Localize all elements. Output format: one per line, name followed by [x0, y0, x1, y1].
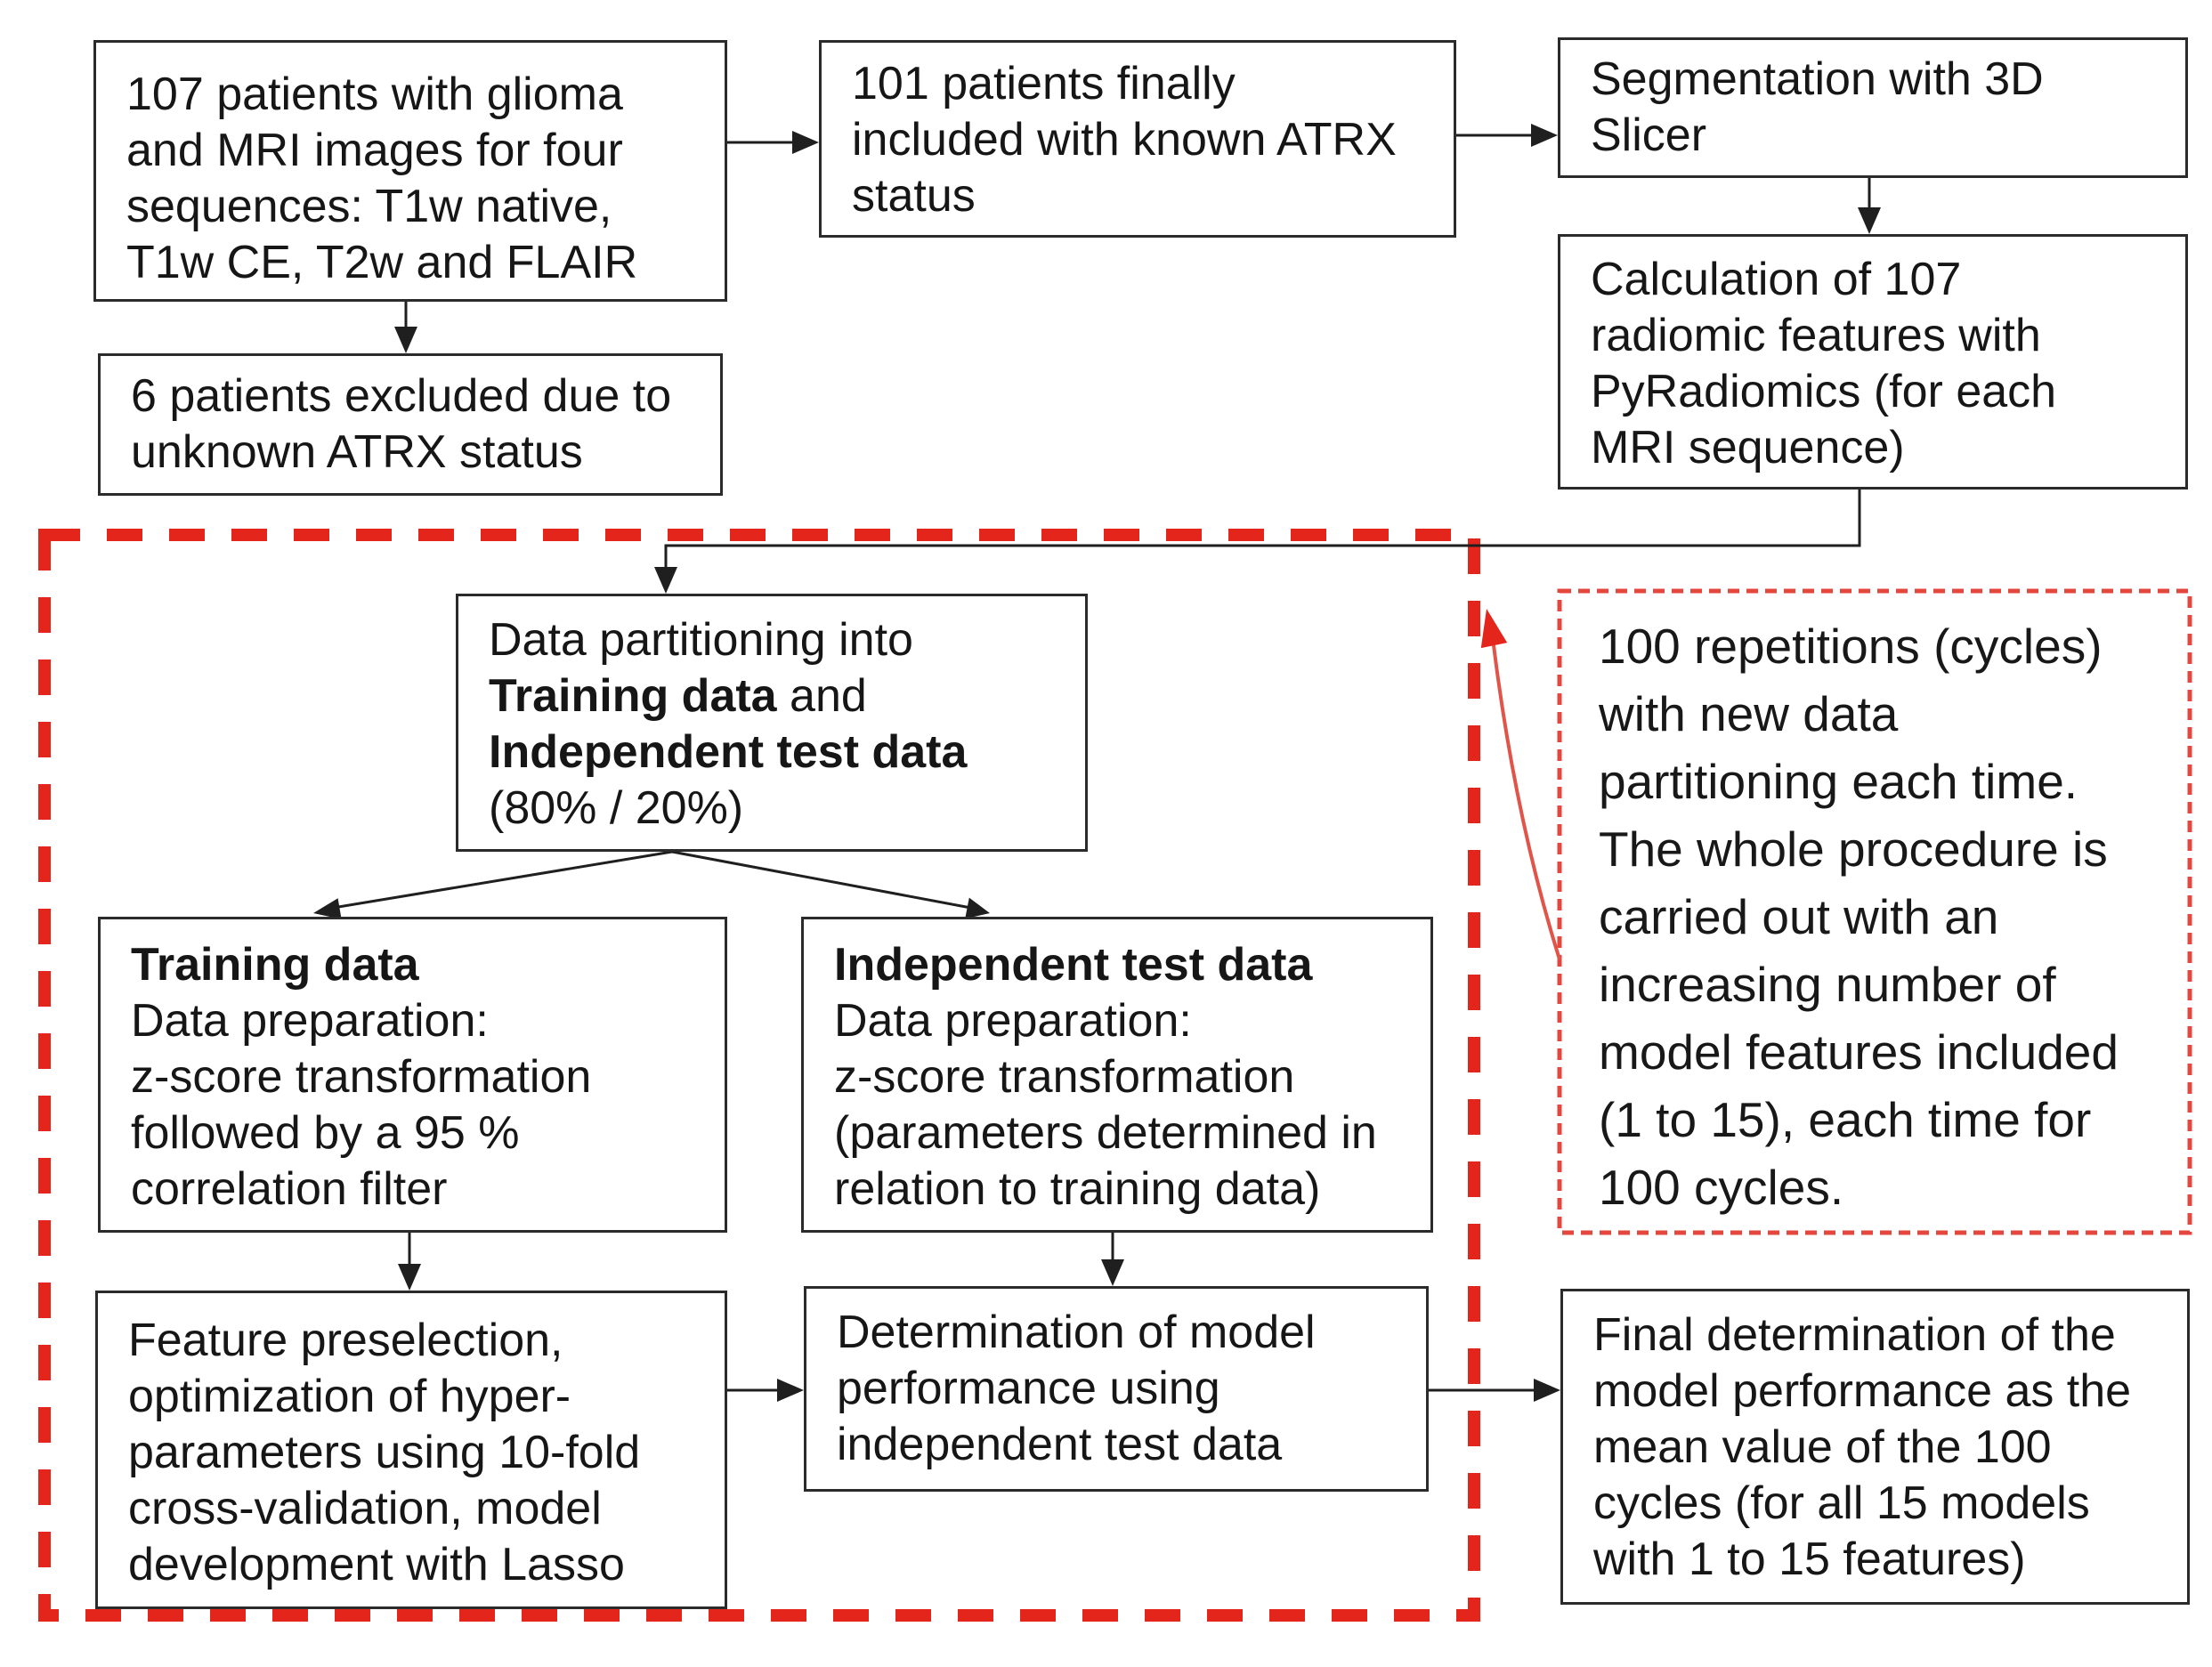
text-line: development with Lasso: [128, 1539, 625, 1590]
text-line: T1w CE, T2w and FLAIR: [126, 237, 638, 288]
annotation-pointer-arrowhead: [1480, 609, 1508, 649]
text-line: The whole procedure is: [1599, 821, 2108, 877]
arrow-line-calc-to-partition: [664, 490, 1861, 571]
text-bold-segment: Training data: [489, 670, 777, 722]
text-line: Independent test data: [834, 939, 1313, 991]
arrowhead-down-icon: [398, 1264, 421, 1291]
text-line: Data preparation:: [131, 995, 489, 1047]
text-line: Feature preselection,: [128, 1315, 563, 1366]
arrowhead-down-icon: [1101, 1259, 1124, 1286]
arrow-line-partition-to-independent: [671, 850, 976, 910]
text-line: model performance as the: [1593, 1365, 2132, 1417]
text-line: partitioning each time.: [1599, 754, 2078, 809]
text-line: MRI sequence): [1591, 422, 1905, 473]
text-line: PyRadiomics (for each: [1591, 366, 2057, 417]
text-line: relation to training data): [834, 1163, 1321, 1215]
arrowhead-down-icon: [654, 567, 677, 594]
box-feature-preselection: Feature preselection, optimization of hy…: [95, 1291, 727, 1609]
text-line: carried out with an: [1599, 889, 1999, 944]
text-line: Independent test data: [489, 726, 968, 778]
box-data-partitioning: Data partitioning into Training data and…: [456, 594, 1088, 852]
text-line: 107 patients with glioma: [126, 69, 623, 120]
text-line: correlation filter: [131, 1163, 448, 1215]
box-excluded-6: 6 patients excluded due to unknown ATRX …: [98, 353, 723, 496]
text-line: Training data and: [489, 668, 1076, 724]
text-line: parameters using 10-fold: [128, 1427, 641, 1478]
text-line: 6 patients excluded due to: [131, 370, 672, 422]
text-line: 101 patients finally: [852, 58, 1236, 109]
arrowhead-right-icon: [1531, 124, 1558, 147]
text-line: increasing number of: [1599, 957, 2056, 1012]
text-line: z-score transformation: [131, 1051, 592, 1103]
text-line: independent test data: [837, 1419, 1283, 1470]
text-line: radiomic features with: [1591, 310, 2041, 361]
box-calculation: Calculation of 107 radiomic features wit…: [1558, 234, 2188, 490]
text-line: mean value of the 100: [1593, 1421, 2052, 1473]
arrow-line-partition-to-training: [327, 850, 673, 910]
text-line: z-score transformation: [834, 1051, 1295, 1103]
text-line: cycles (for all 15 models: [1593, 1477, 2090, 1529]
text-line: followed by a 95 %: [131, 1107, 520, 1159]
text-line: sequences: T1w native,: [126, 181, 612, 232]
text-line: Calculation of 107: [1591, 254, 1962, 305]
text-line: (80% / 20%): [489, 782, 744, 834]
box-model-performance: Determination of model performance using…: [804, 1286, 1429, 1492]
arrowhead-right-icon: [1534, 1379, 1560, 1402]
text-line: Determination of model: [837, 1307, 1316, 1358]
box-patients-107: 107 patients with glioma and MRI images …: [93, 40, 727, 302]
text-line: status: [852, 170, 976, 222]
text-line: (parameters determined in: [834, 1107, 1377, 1159]
text-line: Segmentation with 3D: [1591, 53, 2044, 105]
text-line: Data partitioning into: [489, 614, 913, 666]
text-line: 100 cycles.: [1599, 1160, 1844, 1215]
text-line: with new data: [1599, 686, 1899, 741]
arrowhead-right-icon: [792, 131, 819, 154]
box-patients-101: 101 patients finally included with known…: [819, 40, 1456, 238]
text-line: Training data: [131, 939, 419, 991]
box-independent-test-data: Independent test data Data preparation: …: [801, 917, 1433, 1233]
text-line: performance using: [837, 1363, 1220, 1414]
box-final-determination: Final determination of the model perform…: [1560, 1289, 2190, 1605]
text-line: unknown ATRX status: [131, 426, 583, 478]
text-line: with 1 to 15 features): [1593, 1533, 2026, 1585]
text-line: (1 to 15), each time for: [1599, 1092, 2092, 1147]
text-line: cross-validation, model: [128, 1483, 602, 1534]
arrowhead-down-right-icon: [965, 897, 990, 919]
text-line: optimization of hyper-: [128, 1371, 571, 1422]
text-line: model features included: [1599, 1024, 2119, 1080]
box-training-data: Training data Data preparation: z-score …: [98, 917, 727, 1233]
arrowhead-right-icon: [777, 1379, 804, 1402]
annotation-pointer-line: [1492, 644, 1561, 960]
text-segment: and: [776, 670, 867, 722]
text-line: included with known ATRX: [852, 114, 1397, 166]
arrowhead-down-icon: [394, 327, 417, 353]
box-segmentation: Segmentation with 3D Slicer: [1558, 37, 2188, 178]
text-line: Final determination of the: [1593, 1309, 2116, 1361]
text-line: and MRI images for four: [126, 125, 623, 176]
repetitions-note: 100 repetitions (cycles) with new data p…: [1599, 612, 2177, 1221]
arrowhead-down-icon: [1858, 207, 1881, 234]
text-line: Data preparation:: [834, 995, 1192, 1047]
text-line: Slicer: [1591, 109, 1707, 161]
text-line: 100 repetitions (cycles): [1599, 619, 2103, 674]
